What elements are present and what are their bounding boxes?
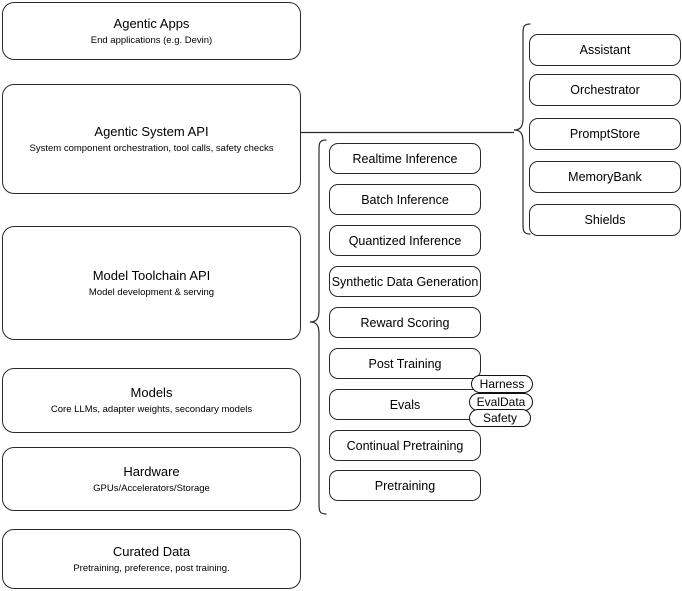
- system-component-shields[interactable]: Shields: [529, 204, 681, 236]
- layer-title: Hardware: [123, 463, 180, 479]
- toolchain-item-batch-inference[interactable]: Batch Inference: [329, 184, 481, 215]
- toolchain-item-quantized-inference[interactable]: Quantized Inference: [329, 225, 481, 256]
- system-component-label: Assistant: [579, 43, 631, 57]
- system-component-label: Orchestrator: [570, 83, 640, 97]
- layer-subtitle: Core LLMs, adapter weights, secondary mo…: [50, 404, 253, 415]
- layer-subtitle: GPUs/Accelerators/Storage: [93, 482, 210, 494]
- toolchain-item-label: Pretraining: [374, 478, 436, 493]
- evals-badge-safety[interactable]: Safety: [469, 409, 531, 427]
- layer-subtitle: End applications (e.g. Devin): [90, 34, 213, 46]
- system-component-promptstore[interactable]: PromptStore: [529, 118, 681, 150]
- system-component-label: MemoryBank: [568, 170, 642, 184]
- layer-subtitle: System component orchestration, tool cal…: [29, 142, 274, 154]
- toolchain-item-label: Reward Scoring: [360, 315, 450, 330]
- toolchain-item-label: Synthetic Data Generation: [331, 274, 479, 289]
- layer-hardware[interactable]: Hardware GPUs/Accelerators/Storage: [2, 447, 301, 511]
- brace-toolchain-components: [308, 138, 328, 518]
- layer-title: Agentic System API: [94, 123, 209, 139]
- toolchain-item-label: Batch Inference: [361, 192, 449, 207]
- toolchain-item-reward-scoring[interactable]: Reward Scoring: [329, 307, 481, 338]
- system-component-label: PromptStore: [569, 127, 641, 141]
- layer-title: Model Toolchain API: [92, 267, 211, 283]
- layer-agentic-apps[interactable]: Agentic Apps End applications (e.g. Devi…: [2, 2, 301, 60]
- toolchain-item-synthetic-data-generation[interactable]: Synthetic Data Generation: [329, 266, 481, 297]
- system-component-orchestrator[interactable]: Orchestrator: [529, 74, 681, 106]
- toolchain-item-post-training[interactable]: Post Training: [329, 348, 481, 379]
- layer-models[interactable]: Models Core LLMs, adapter weights, secon…: [2, 368, 301, 433]
- toolchain-item-label: Evals: [389, 397, 421, 412]
- connector-agentic-system-api-to-components: [300, 126, 526, 140]
- system-component-label: Shields: [584, 213, 626, 227]
- toolchain-item-label: Realtime Inference: [352, 151, 458, 166]
- toolchain-item-realtime-inference[interactable]: Realtime Inference: [329, 143, 481, 174]
- layer-subtitle: Model development & serving: [88, 286, 215, 298]
- layer-title: Curated Data: [112, 543, 191, 559]
- toolchain-item-label: Post Training: [368, 356, 442, 371]
- evals-badge-label: Harness: [479, 377, 525, 391]
- toolchain-item-label: Continual Pretraining: [346, 438, 464, 453]
- evals-badge-label: Safety: [482, 411, 518, 425]
- toolchain-item-evals[interactable]: Evals: [329, 389, 481, 420]
- evals-badge-evaldata[interactable]: EvalData: [469, 393, 533, 411]
- toolchain-item-pretraining[interactable]: Pretraining: [329, 470, 481, 501]
- layer-title: Agentic Apps: [113, 15, 190, 31]
- layer-title: Models: [130, 385, 173, 400]
- evals-badge-harness[interactable]: Harness: [471, 375, 533, 393]
- brace-system-components: [512, 22, 532, 236]
- layer-agentic-system-api[interactable]: Agentic System API System component orch…: [2, 84, 301, 194]
- system-component-assistant[interactable]: Assistant: [529, 34, 681, 66]
- evals-badge-label: EvalData: [476, 395, 526, 409]
- system-component-memorybank[interactable]: MemoryBank: [529, 161, 681, 193]
- toolchain-item-continual-pretraining[interactable]: Continual Pretraining: [329, 430, 481, 461]
- toolchain-item-label: Quantized Inference: [348, 233, 462, 248]
- layer-subtitle: Pretraining, preference, post training.: [73, 562, 230, 574]
- layer-curated-data[interactable]: Curated Data Pretraining, preference, po…: [2, 529, 301, 589]
- layer-model-toolchain-api[interactable]: Model Toolchain API Model development & …: [2, 226, 301, 340]
